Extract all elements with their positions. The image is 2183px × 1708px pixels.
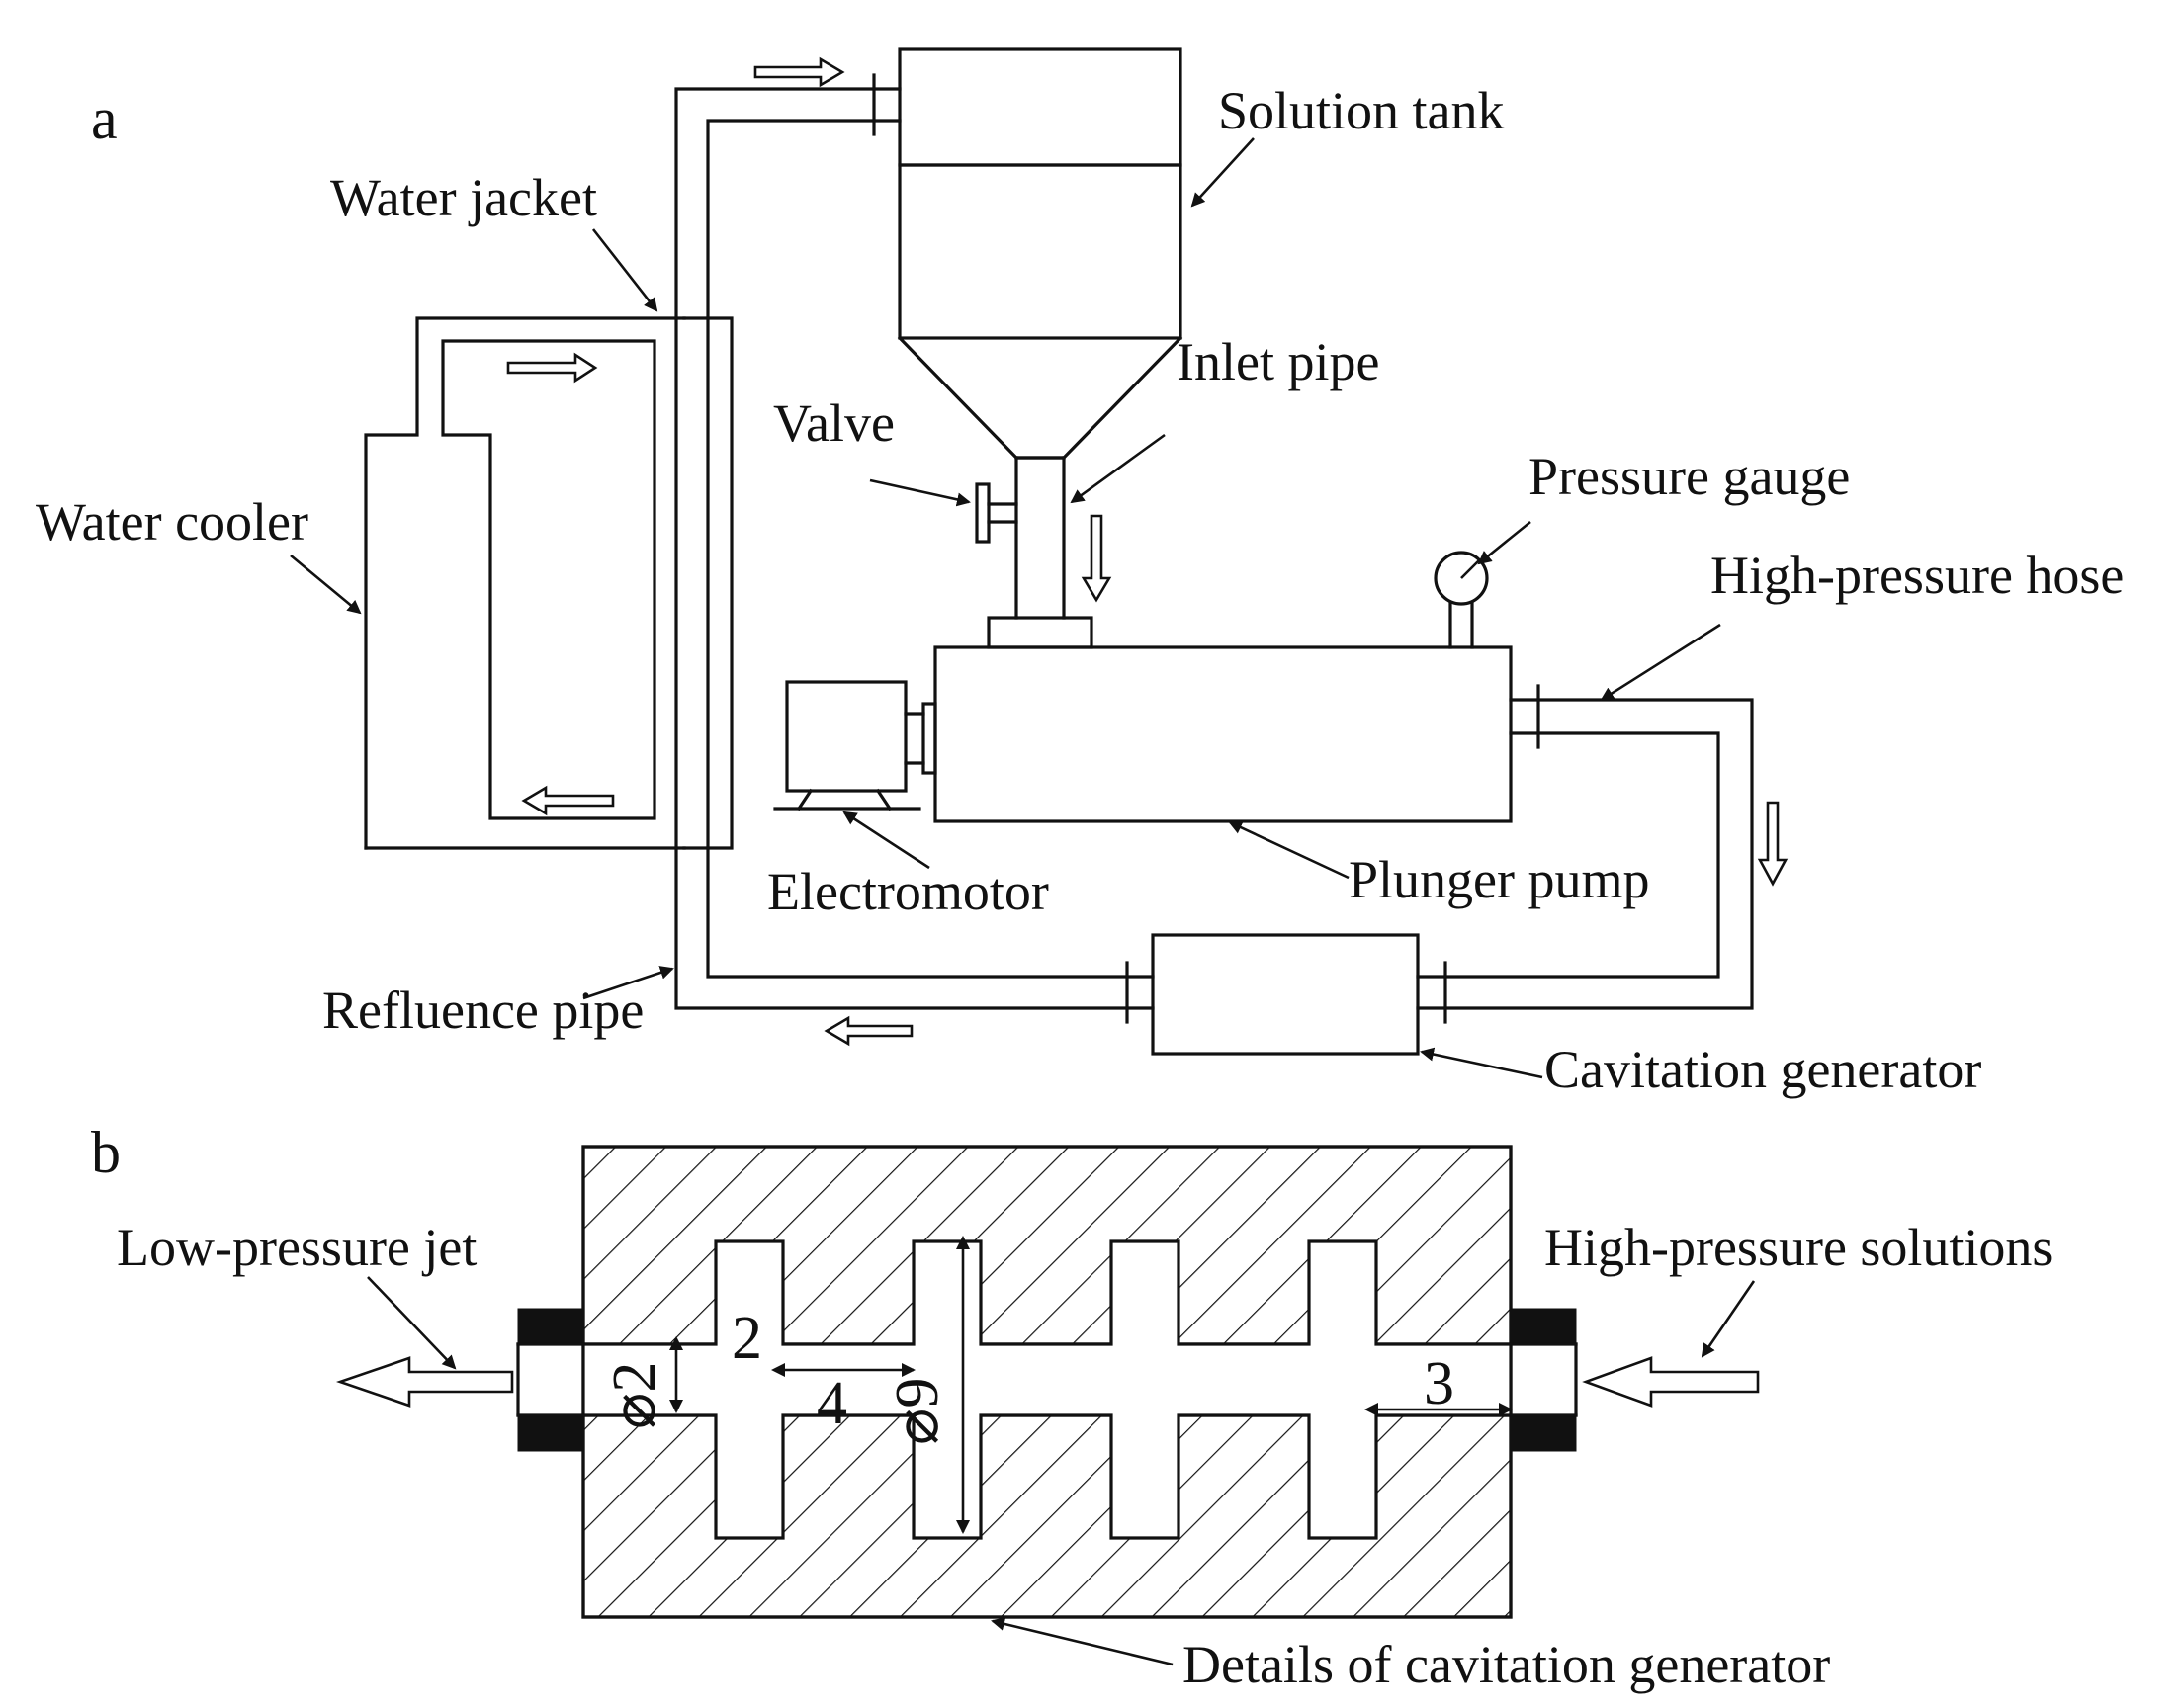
flow-arrow-return (824, 1015, 914, 1047)
low-pressure-jet-arrow (335, 1356, 514, 1408)
water-cooler (364, 316, 686, 850)
flow-arrow-hose (1757, 801, 1789, 887)
flow-arrow-top (753, 56, 845, 88)
label-water-cooler: Water cooler (36, 492, 308, 552)
seal-left (516, 1308, 585, 1452)
label-high-pressure-hose: High-pressure hose (1710, 546, 2124, 605)
high-pressure-hose (1416, 684, 1754, 1024)
pump-inlet-base (987, 616, 1093, 649)
label-valve: Valve (773, 393, 895, 453)
label-plunger-pump: Plunger pump (1349, 850, 1650, 909)
plunger-pump (933, 645, 1513, 823)
leader-lines-a (290, 137, 1721, 1079)
seal-right (1509, 1308, 1578, 1452)
label-electromotor: Electromotor (767, 862, 1049, 921)
dimension-lines (669, 1236, 1513, 1534)
label-inlet-pipe: Inlet pipe (1177, 332, 1379, 391)
label-details-cavitation-generator: Details of cavitation generator (1182, 1635, 1830, 1694)
flow-arrow-cooler-top (506, 352, 598, 384)
label-solution-tank: Solution tank (1218, 81, 1505, 140)
electromotor (773, 680, 937, 811)
label-refluence-pipe: Refluence pipe (322, 981, 644, 1040)
dim-label-3: 3 (1424, 1350, 1454, 1417)
cavitation-generator (1151, 933, 1420, 1056)
valve-icon (975, 482, 1018, 544)
label-low-pressure-jet: Low-pressure jet (117, 1218, 477, 1277)
flow-arrow-cooler-bottom (521, 785, 615, 816)
dim-label-phi9: ⌀9 (884, 1378, 951, 1445)
dim-label-phi2: ⌀2 (601, 1362, 668, 1429)
solution-tank (897, 47, 1183, 460)
dim-label-4: 4 (817, 1370, 847, 1437)
leader-lines-b (367, 1276, 1756, 1666)
panel-label-b: b (91, 1120, 121, 1185)
pressure-gauge-icon (1434, 551, 1489, 649)
dim-label-2: 2 (732, 1305, 762, 1372)
label-water-jacket: Water jacket (330, 168, 597, 227)
label-pressure-gauge: Pressure gauge (1528, 447, 1850, 506)
inlet-pipe (1014, 456, 1066, 620)
label-cavitation-generator: Cavitation generator (1544, 1040, 1981, 1099)
high-pressure-inlet-arrow (1582, 1356, 1760, 1408)
flow-arrow-inlet (1081, 514, 1112, 603)
refluence-pipe (674, 73, 1155, 1024)
label-high-pressure-solutions: High-pressure solutions (1544, 1218, 2052, 1277)
cavitation-chambers (581, 1145, 1513, 1619)
panel-label-a: a (91, 86, 118, 151)
